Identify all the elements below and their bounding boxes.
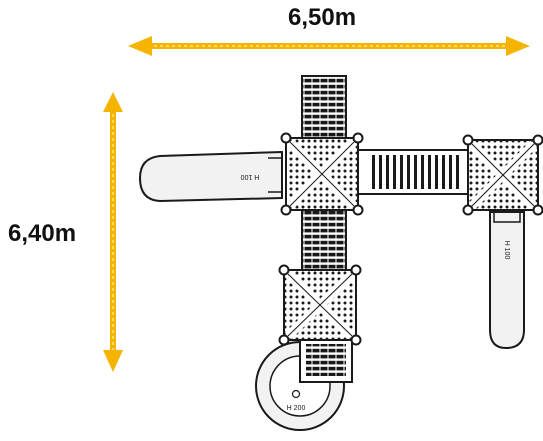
- platform-bottom: [278, 264, 362, 346]
- right-slide-label: H 100: [503, 241, 510, 260]
- left-slide: H 100: [138, 150, 283, 203]
- depth-dimension-label: 6,40m: [8, 220, 77, 247]
- width-dimension-label: 6,50m: [288, 4, 357, 31]
- right-slide: H 100: [489, 211, 525, 350]
- width-dimension-arrow: [128, 36, 530, 56]
- top-ladder: [301, 75, 347, 139]
- depth-dimension-arrow: [103, 92, 123, 372]
- bridge: [357, 149, 469, 195]
- platform-top-left: [280, 132, 364, 216]
- platform-right: [462, 134, 543, 216]
- left-slide-label: H 100: [241, 173, 260, 180]
- middle-ladder: [301, 207, 347, 271]
- spiral-slide: H 200: [255, 337, 353, 431]
- spiral-slide-label: H 200: [287, 405, 306, 412]
